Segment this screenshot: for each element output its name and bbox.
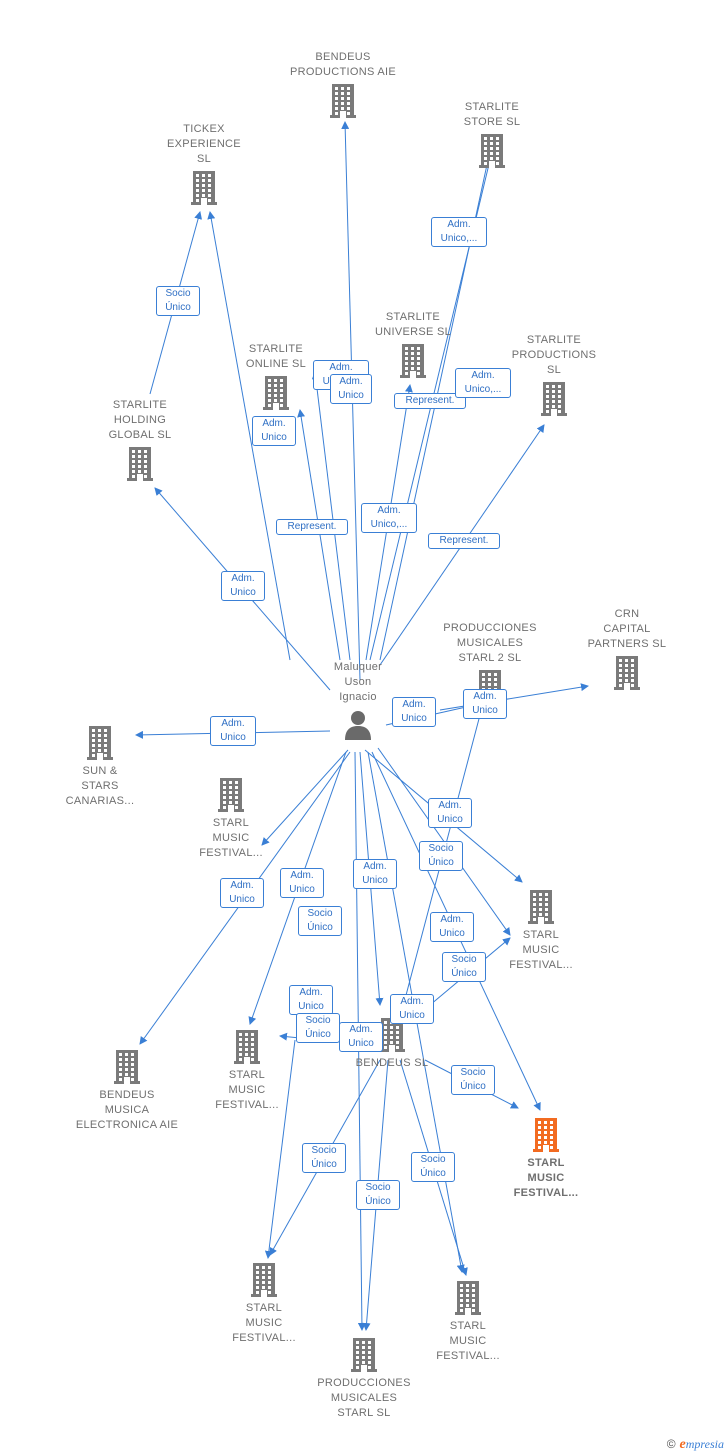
relation-label[interactable]: Socio Único	[411, 1152, 455, 1182]
relation-label[interactable]: Adm. Unico,...	[431, 217, 487, 247]
relation-label[interactable]: Adm. Unico	[339, 1022, 383, 1052]
company-node-starlite-productions[interactable]: STARLITE PRODUCTIONS SL	[484, 333, 624, 416]
company-node-starl-festival-hl[interactable]: STARL MUSIC FESTIVAL...	[476, 1118, 616, 1201]
building-icon	[528, 890, 554, 924]
person-name: Maluquer Uson Ignacio	[333, 661, 383, 703]
company-name: STARL MUSIC FESTIVAL...	[232, 1302, 296, 1344]
building-icon	[127, 447, 153, 481]
relation-label[interactable]: Adm. Unico	[280, 868, 324, 898]
building-icon	[234, 1030, 260, 1064]
relation-edge	[297, 409, 341, 661]
copyright-symbol: ©	[666, 1437, 676, 1451]
company-node-crn-capital[interactable]: CRN CAPITAL PARTNERS SL	[557, 607, 697, 690]
relation-edge	[264, 1039, 296, 1259]
company-node-producciones-1[interactable]: PRODUCCIONES MUSICALES STARL SL	[294, 1338, 434, 1421]
relation-label[interactable]: Socio Único	[451, 1065, 495, 1095]
relation-label[interactable]: Represent.	[276, 519, 348, 535]
relation-edge	[261, 749, 349, 846]
company-name: STARLITE ONLINE SL	[245, 343, 307, 370]
relation-label[interactable]: Adm. Unico	[220, 878, 264, 908]
company-name: BENDEUS SL	[355, 1057, 429, 1069]
relation-edge	[311, 371, 351, 661]
company-name: STARL MUSIC FESTIVAL...	[436, 1320, 500, 1362]
relation-label[interactable]: Adm. Unico	[210, 716, 256, 746]
building-icon	[251, 1263, 277, 1297]
company-node-starlite-store[interactable]: STARLITE STORE SL	[422, 100, 562, 168]
building-icon	[218, 778, 244, 812]
relation-label[interactable]: Socio Único	[419, 841, 463, 871]
company-name: STARL MUSIC FESTIVAL...	[199, 817, 263, 859]
relation-label[interactable]: Adm. Unico	[289, 985, 333, 1015]
relation-label[interactable]: Adm. Unico,...	[455, 368, 511, 398]
company-name: STARL MUSIC FESTIVAL...	[215, 1069, 279, 1111]
person-node[interactable]: Maluquer Uson Ignacio	[288, 660, 428, 741]
company-node-starl-festival-a[interactable]: STARL MUSIC FESTIVAL...	[161, 778, 301, 861]
building-icon	[455, 1281, 481, 1315]
building-icon-highlight	[533, 1118, 559, 1152]
relation-label[interactable]: Adm. Unico	[330, 374, 372, 404]
relation-label[interactable]: Socio Único	[156, 286, 200, 316]
building-icon	[541, 382, 567, 416]
relation-label[interactable]: Adm. Unico	[353, 859, 397, 889]
building-icon	[87, 726, 113, 760]
company-node-starl-festival-e[interactable]: STARL MUSIC FESTIVAL...	[398, 1281, 538, 1364]
relation-label[interactable]: Socio Único	[298, 906, 342, 936]
company-node-starlite-holding[interactable]: STARLITE HOLDING GLOBAL SL	[70, 398, 210, 481]
company-node-starlite-universe[interactable]: STARLITE UNIVERSE SL	[343, 310, 483, 378]
company-node-tickex[interactable]: TICKEX EXPERIENCE SL	[134, 122, 274, 205]
person-icon	[345, 711, 371, 740]
company-name: STARLITE HOLDING GLOBAL SL	[108, 399, 172, 441]
relation-edge	[207, 211, 291, 661]
building-icon	[379, 1018, 405, 1052]
company-node-starlite-online[interactable]: STARLITE ONLINE SL	[206, 342, 346, 410]
relation-label[interactable]: Adm. Unico	[428, 798, 472, 828]
company-name: STARLITE STORE SL	[463, 101, 521, 128]
company-name: PRODUCCIONES MUSICALES STARL 2 SL	[443, 622, 537, 664]
company-node-bendeus-musica[interactable]: BENDEUS MUSICA ELECTRONICA AIE	[57, 1050, 197, 1133]
relation-label[interactable]: Adm. Unico,...	[361, 503, 417, 533]
building-icon	[263, 376, 289, 410]
brand-initial: e	[679, 1437, 686, 1452]
company-name: BENDEUS PRODUCTIONS AIE	[290, 51, 396, 78]
company-node-starl-festival-b[interactable]: STARL MUSIC FESTIVAL...	[471, 890, 611, 973]
relation-label[interactable]: Socio Único	[442, 952, 486, 982]
relation-label[interactable]: Adm. Unico	[463, 689, 507, 719]
company-node-starl-festival-c[interactable]: STARL MUSIC FESTIVAL...	[177, 1030, 317, 1113]
building-icon	[191, 171, 217, 205]
company-node-starl-festival-d[interactable]: STARL MUSIC FESTIVAL...	[194, 1263, 334, 1346]
building-icon	[400, 344, 426, 378]
building-icon	[114, 1050, 140, 1084]
relation-label[interactable]: Represent.	[428, 533, 500, 549]
building-icon	[479, 134, 505, 168]
company-name: STARLITE PRODUCTIONS SL	[511, 334, 597, 376]
company-name: SUN & STARS CANARIAS...	[65, 765, 135, 807]
company-node-sun-stars[interactable]: SUN & STARS CANARIAS...	[30, 726, 170, 809]
company-name: STARLITE UNIVERSE SL	[374, 311, 452, 338]
building-icon	[614, 656, 640, 690]
company-name: STARL MUSIC FESTIVAL...	[509, 929, 573, 971]
company-name: TICKEX EXPERIENCE SL	[167, 123, 241, 165]
relation-label[interactable]: Socio Único	[302, 1143, 346, 1173]
brand-name: mpresia	[685, 1437, 724, 1451]
relation-label[interactable]: Adm. Unico	[390, 994, 434, 1024]
brand-footer[interactable]: ©empresia	[667, 1437, 724, 1453]
relation-label[interactable]: Represent.	[394, 393, 466, 409]
relation-label[interactable]: Adm. Unico	[392, 697, 436, 727]
building-icon	[330, 84, 356, 118]
relation-label[interactable]: Adm. Unico	[430, 912, 474, 942]
company-node-bendeus-sl[interactable]: BENDEUS SL	[322, 1018, 462, 1071]
company-name: CRN CAPITAL PARTNERS SL	[587, 608, 667, 650]
relation-label[interactable]: Socio Único	[296, 1013, 340, 1043]
relation-label[interactable]: Socio Único	[356, 1180, 400, 1210]
company-name: BENDEUS MUSICA ELECTRONICA AIE	[75, 1089, 179, 1131]
company-name: STARL MUSIC FESTIVAL...	[513, 1157, 579, 1199]
relation-label[interactable]: Adm. Unico	[252, 416, 296, 446]
company-node-bendeus-productions[interactable]: BENDEUS PRODUCTIONS AIE	[273, 50, 413, 118]
relation-label[interactable]: Adm. Unico	[221, 571, 265, 601]
building-icon	[351, 1338, 377, 1372]
company-name: PRODUCCIONES MUSICALES STARL SL	[317, 1377, 411, 1419]
